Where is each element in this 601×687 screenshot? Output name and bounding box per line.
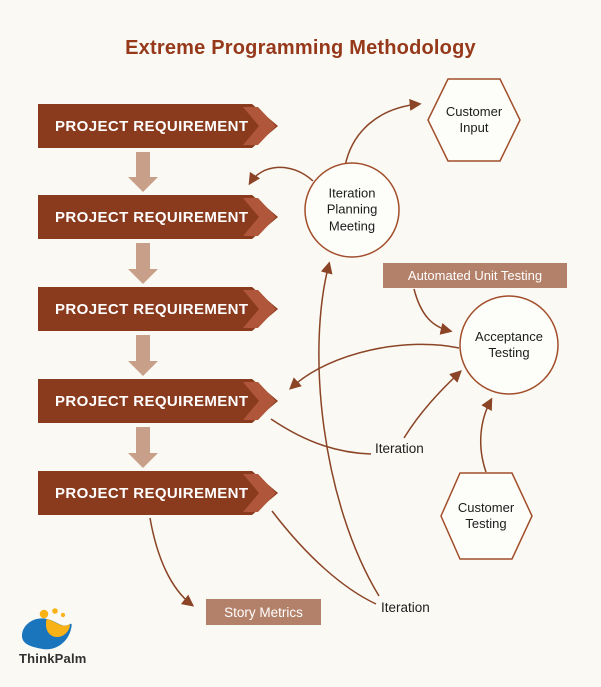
arrow-iteration-mid-to-acceptance — [403, 370, 462, 439]
story-metrics-label: Story Metrics — [224, 604, 303, 620]
requirement-banner-3 — [38, 287, 278, 331]
acceptance-testing-label: Acceptance Testing — [475, 328, 543, 360]
story-metrics-box — [206, 599, 321, 625]
arrow-planning-to-requirement-2 — [248, 166, 314, 186]
step-down-arrow-3 — [128, 335, 158, 376]
arrow-planning-to-customer-input — [344, 98, 422, 167]
page-title: Extreme Programming Methodology — [125, 37, 476, 59]
arrow-iteration-bottom-to-planning — [318, 261, 380, 597]
step-down-arrow-1 — [128, 152, 158, 192]
iteration-label-mid: Iteration — [375, 441, 424, 456]
thinkpalm-logo-icon — [22, 608, 72, 650]
requirement-banner-2-chevron-icon — [243, 198, 276, 236]
customer-testing-hexagon — [440, 472, 533, 560]
requirement-banner-3-chevron-icon — [243, 290, 276, 328]
thinkpalm-logo-text: ThinkPalm — [19, 651, 87, 666]
requirement-banner-1 — [38, 104, 278, 148]
customer-input-label: Customer Input — [445, 103, 503, 135]
requirement-banner-1-label: PROJECT REQUIREMENT — [55, 117, 249, 135]
iteration-planning-meeting-label: Iteration Planning Meeting — [326, 185, 378, 234]
requirement-banner-2-label: PROJECT REQUIREMENT — [55, 208, 249, 226]
step-down-arrow-2 — [128, 243, 158, 284]
iteration-planning-meeting-circle — [304, 162, 400, 258]
requirement-banner-4 — [38, 379, 278, 423]
requirement-banner-3-label: PROJECT REQUIREMENT — [55, 300, 249, 318]
automated-unit-testing-box — [383, 263, 567, 288]
requirement-banner-4-chevron-icon — [243, 382, 276, 420]
arrow-unit-testing-to-acceptance — [413, 288, 453, 335]
customer-input-hexagon — [427, 78, 521, 162]
requirement-banner-5 — [38, 471, 278, 515]
automated-unit-testing-label: Automated Unit Testing — [407, 268, 543, 283]
line-requirement-5-to-iteration-bottom — [271, 510, 377, 605]
requirement-banner-2 — [38, 195, 278, 239]
arrow-requirement-5-to-story-metrics — [149, 517, 195, 607]
arrow-customer-testing-to-acceptance — [480, 397, 493, 473]
line-requirement-4-to-iteration-mid — [270, 418, 372, 455]
step-down-arrow-4 — [128, 427, 158, 468]
requirement-banner-5-label: PROJECT REQUIREMENT — [55, 484, 249, 502]
requirement-banner-5-chevron-icon — [243, 474, 276, 512]
requirement-banner-1-chevron-icon — [243, 107, 276, 145]
iteration-label-bottom: Iteration — [381, 600, 430, 615]
requirement-banner-4-label: PROJECT REQUIREMENT — [55, 392, 249, 410]
customer-testing-label: Customer Testing — [457, 499, 515, 531]
arrow-acceptance-to-requirement-4 — [289, 343, 460, 390]
acceptance-testing-circle — [459, 295, 559, 395]
